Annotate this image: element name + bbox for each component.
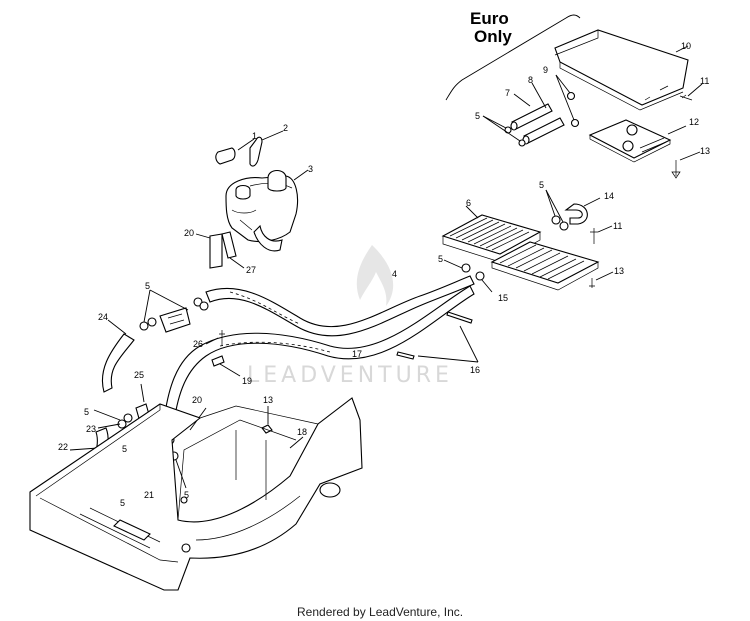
label-5d: 5 xyxy=(145,281,150,291)
label-5f: 5 xyxy=(122,444,127,454)
label-26: 26 xyxy=(193,339,203,349)
part-3-tank xyxy=(215,130,309,252)
label-25: 25 xyxy=(134,370,144,380)
part-11-pin xyxy=(590,225,613,244)
label-10: 10 xyxy=(681,41,691,51)
label-5g: 5 xyxy=(120,498,125,508)
label-16: 16 xyxy=(470,365,480,375)
label-17: 17 xyxy=(352,349,362,359)
label-22: 22 xyxy=(58,442,68,452)
clamps-5 xyxy=(193,259,493,311)
label-18: 18 xyxy=(297,427,307,437)
part-24-hose xyxy=(101,289,191,393)
part-labels: 1 2 3 4 5 5 5 5 5 5 5 5 6 7 8 9 10 11 11… xyxy=(58,41,710,508)
euro-label-line2: Only xyxy=(474,27,512,46)
label-9: 9 xyxy=(543,65,548,75)
label-5h: 5 xyxy=(184,490,189,500)
label-11a: 11 xyxy=(700,76,709,86)
label-13c: 13 xyxy=(263,395,273,405)
label-20a: 20 xyxy=(184,228,194,238)
part-19-26 xyxy=(205,330,241,377)
euro-tubes xyxy=(482,74,703,147)
label-21: 21 xyxy=(144,490,154,500)
label-13a: 13 xyxy=(700,146,710,156)
euro-label-line1: Euro xyxy=(470,9,509,28)
label-5c: 5 xyxy=(438,254,443,264)
label-11b: 11 xyxy=(613,221,622,231)
label-5b: 5 xyxy=(539,180,544,190)
label-7: 7 xyxy=(505,88,510,98)
credit-text: Rendered by LeadVenture, Inc. xyxy=(297,605,463,619)
part-18-frame xyxy=(29,397,363,591)
label-12: 12 xyxy=(689,117,699,127)
label-5a: 5 xyxy=(475,111,480,121)
part-14-u-hose xyxy=(545,189,601,231)
label-24: 24 xyxy=(98,312,108,322)
label-2: 2 xyxy=(283,123,288,133)
label-3: 3 xyxy=(308,164,313,174)
watermark-text: LEADVENTURE xyxy=(247,363,453,388)
euro-only-callout: Euro Only xyxy=(445,9,581,101)
part-6-heat-exchanger xyxy=(441,205,600,291)
part-16-straps xyxy=(396,311,479,363)
label-4: 4 xyxy=(392,269,397,279)
bolt-13-group xyxy=(261,151,701,434)
hose-17 xyxy=(163,285,475,423)
hose-4 xyxy=(205,275,475,337)
label-27: 27 xyxy=(246,265,256,275)
part-20-27-fittings xyxy=(195,231,245,269)
label-6: 6 xyxy=(466,198,471,208)
label-15: 15 xyxy=(498,293,508,303)
part-12-plate xyxy=(588,119,687,163)
label-23: 23 xyxy=(86,424,96,434)
label-1: 1 xyxy=(252,131,257,141)
label-20b: 20 xyxy=(192,395,202,405)
label-19: 19 xyxy=(242,376,252,386)
label-8: 8 xyxy=(528,75,533,85)
label-13b: 13 xyxy=(614,266,624,276)
watermark: LEADVENTURE xyxy=(247,245,453,388)
label-5e: 5 xyxy=(84,407,89,417)
part-10-cover xyxy=(554,29,689,111)
label-14: 14 xyxy=(604,191,614,201)
